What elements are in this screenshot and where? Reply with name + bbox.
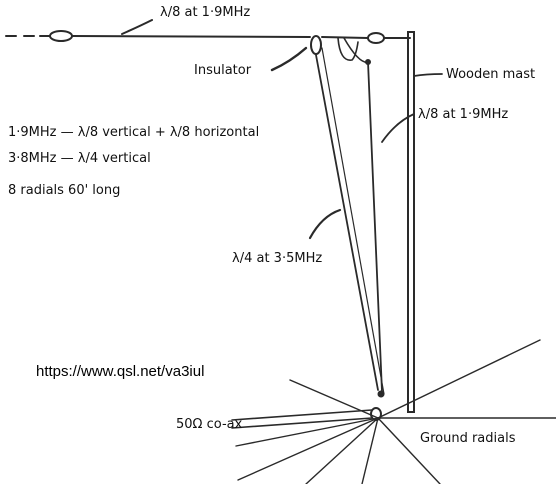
- leader-vertical: [381, 113, 415, 143]
- vertical-wire: [367, 61, 383, 393]
- quarter-wave-wire: [315, 54, 379, 391]
- band-line-1: 1·9MHz — λ/8 vertical + λ/8 horizontal: [8, 125, 260, 140]
- band-line-2: 3·8MHz — λ/4 vertical: [8, 151, 151, 166]
- coax-label: 50Ω co-ax: [176, 417, 243, 432]
- insulator-label: Insulator: [194, 63, 252, 78]
- radials-note: 8 radials 60' long: [8, 183, 121, 198]
- ground-radials: [235, 339, 556, 484]
- jumper-loop: [337, 37, 359, 61]
- leader-quarter-wave: [308, 208, 342, 240]
- leader-mast: [413, 73, 443, 77]
- support-wire: [321, 47, 385, 395]
- feed-point: [377, 390, 385, 398]
- ground-radials-label: Ground radials: [420, 431, 516, 446]
- top-wire-label: λ/8 at 1·9MHz: [160, 5, 251, 20]
- mast-label: Wooden mast: [446, 67, 536, 82]
- quarter-wave-label: λ/4 at 3·5MHz: [232, 251, 323, 266]
- source-url: https://www.qsl.net/va3iul: [36, 363, 205, 380]
- wooden-mast: [407, 31, 415, 413]
- insulator: [310, 35, 322, 55]
- leader-insulator: [270, 46, 308, 72]
- coax-line: [231, 409, 373, 421]
- leader-top: [121, 19, 153, 35]
- horizontal-wire: [5, 35, 411, 39]
- vertical-wire-label: λ/8 at 1·9MHz: [418, 107, 509, 122]
- end-insulator: [49, 30, 73, 42]
- coax-line-2: [231, 417, 373, 429]
- mast-insulator: [367, 32, 385, 44]
